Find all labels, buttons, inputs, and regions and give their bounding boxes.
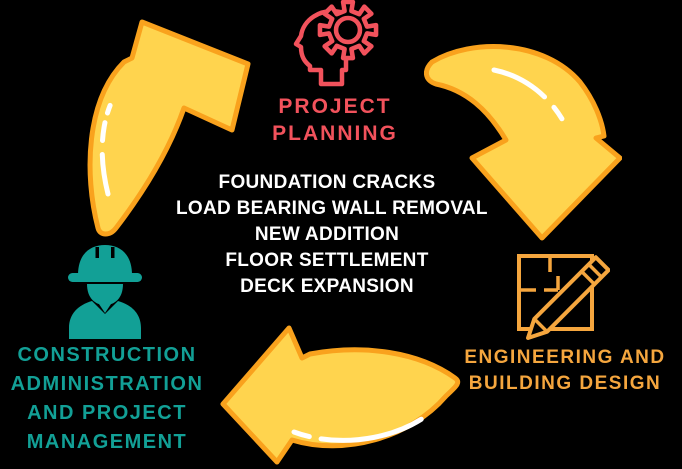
service-item: FLOOR SETTLEMENT bbox=[225, 250, 429, 271]
stage-label-project-planning: PROJECT PLANNING bbox=[233, 93, 437, 147]
construction-worker-icon bbox=[68, 245, 142, 339]
stage-label-line: MANAGEMENT bbox=[26, 431, 188, 453]
head-gear-icon bbox=[293, 0, 379, 87]
stage-label-line: PLANNING bbox=[272, 122, 398, 145]
stage-label-line: ADMINISTRATION bbox=[10, 373, 204, 395]
cycle-arrow-up-right-icon bbox=[87, 19, 251, 237]
cycle-arrow-down-icon bbox=[424, 44, 622, 241]
stage-label-line: CONSTRUCTION bbox=[17, 344, 197, 366]
stage-label-line: BUILDING DESIGN bbox=[468, 373, 662, 394]
stage-label-line: PROJECT bbox=[278, 95, 392, 118]
blueprint-pencil-icon bbox=[517, 254, 610, 340]
service-item: LOAD BEARING WALL REMOVAL bbox=[176, 198, 488, 219]
stage-label-engineering-design: ENGINEERING AND BUILDING DESIGN bbox=[444, 345, 682, 397]
service-item: DECK EXPANSION bbox=[240, 276, 414, 297]
cycle-arrow-left-icon bbox=[220, 325, 461, 465]
service-item: FOUNDATION CRACKS bbox=[218, 172, 436, 193]
stage-label-line: ENGINEERING AND bbox=[464, 347, 666, 368]
stage-label-line: AND PROJECT bbox=[27, 402, 187, 424]
service-item: NEW ADDITION bbox=[254, 224, 400, 245]
services-list: FOUNDATION CRACKS LOAD BEARING WALL REMO… bbox=[176, 170, 488, 300]
stage-label-construction-administration: CONSTRUCTION ADMINISTRATION AND PROJECT … bbox=[0, 341, 214, 457]
